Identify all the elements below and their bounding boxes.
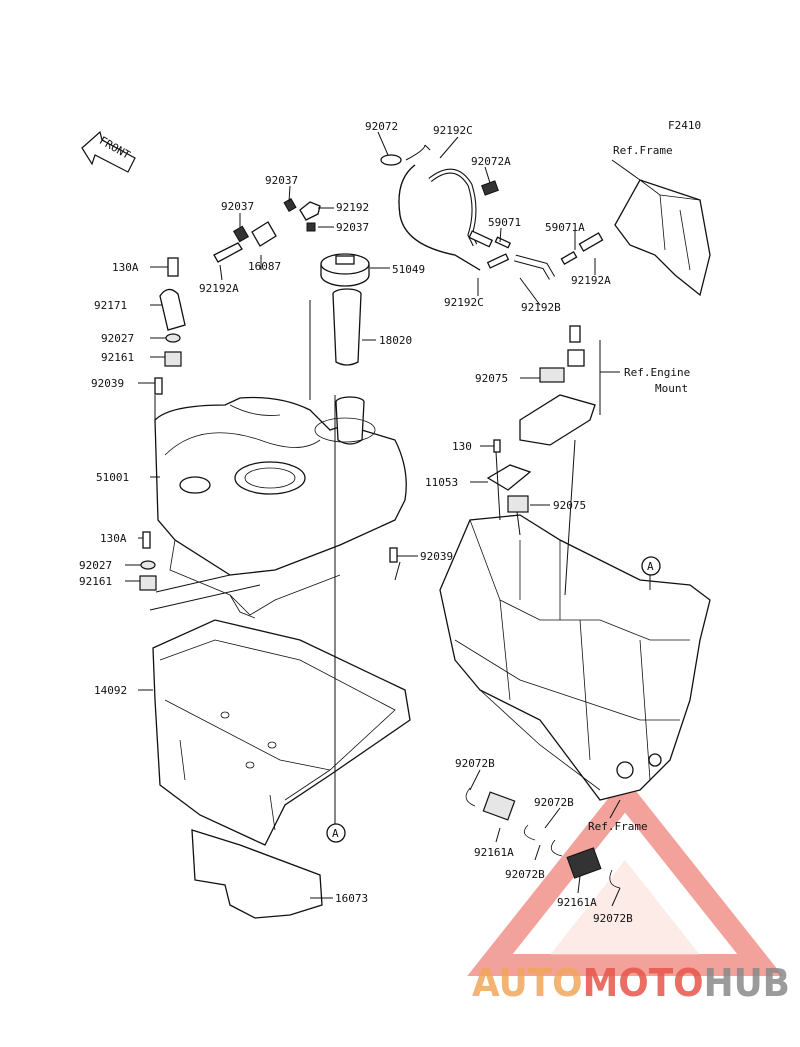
bushings-clamps bbox=[465, 787, 621, 889]
breather-hose-assembly bbox=[380, 144, 604, 280]
left-fasteners bbox=[139, 257, 398, 591]
filler-neck bbox=[332, 288, 362, 366]
figure-code: F2410 bbox=[668, 119, 701, 132]
part-label: 92027 bbox=[79, 559, 112, 572]
leader-lines bbox=[125, 131, 651, 907]
part-label: 92039 bbox=[420, 550, 453, 563]
part-label: 92161A bbox=[557, 896, 597, 909]
part-label: 92072A bbox=[471, 155, 511, 168]
part-label: 130A bbox=[112, 261, 139, 274]
watermark-auto: AUTO bbox=[472, 961, 583, 1005]
part-label: 92072B bbox=[455, 757, 495, 770]
callout-a-tank: A bbox=[326, 823, 346, 843]
part-label: 92075 bbox=[475, 372, 508, 385]
part-label: 92171 bbox=[94, 299, 127, 312]
callout-a-label: A bbox=[332, 827, 339, 840]
part-label: 92192B bbox=[521, 301, 561, 314]
svg-text:AUTOMOTOHUB: AUTOMOTOHUB bbox=[472, 961, 790, 1005]
part-label: 92161A bbox=[474, 846, 514, 859]
part-label: 11053 bbox=[425, 476, 458, 489]
part-label: 92037 bbox=[336, 221, 369, 234]
part-label: 92072B bbox=[505, 868, 545, 881]
main-frame bbox=[439, 514, 711, 801]
part-label: 92037 bbox=[265, 174, 298, 187]
fuel-cap bbox=[320, 253, 370, 287]
part-label: 14092 bbox=[94, 684, 127, 697]
part-label: 92192A bbox=[571, 274, 611, 287]
part-label: 92192C bbox=[433, 124, 473, 137]
part-label: 51001 bbox=[96, 471, 129, 484]
part-label: 59071 bbox=[488, 216, 521, 229]
ref-frame-bottom: Ref.Frame bbox=[588, 820, 648, 833]
part-label: 92037 bbox=[221, 200, 254, 213]
engine-mount bbox=[486, 325, 596, 513]
part-label: 92039 bbox=[91, 377, 124, 390]
ref-engine-mount-line2: Mount bbox=[655, 382, 688, 395]
front-arrow: FRONT bbox=[81, 130, 136, 173]
part-label: 92161 bbox=[79, 575, 112, 588]
part-label: 92072 bbox=[365, 120, 398, 133]
part-label: 59071A bbox=[545, 221, 585, 234]
part-label: 92161 bbox=[101, 351, 134, 364]
watermark-logo: AUTOMOTOHUB bbox=[472, 961, 790, 1005]
watermark-hub: HUB bbox=[704, 961, 790, 1005]
fuel-tank bbox=[154, 396, 407, 619]
tray-pad bbox=[191, 829, 323, 919]
watermark-triangle bbox=[467, 777, 783, 976]
ref-engine-mount-line1: Ref.Engine bbox=[624, 366, 690, 379]
callout-a-frame: A bbox=[641, 556, 661, 576]
part-label: 18020 bbox=[379, 334, 412, 347]
part-labels: 92072 92192C 92072A 92037 92037 92192 92… bbox=[79, 120, 633, 925]
part-label: 92027 bbox=[101, 332, 134, 345]
part-label: 51049 bbox=[392, 263, 425, 276]
part-label: 130 bbox=[452, 440, 472, 453]
part-label: 130A bbox=[100, 532, 127, 545]
part-label: 16073 bbox=[335, 892, 368, 905]
ref-frame-top: Ref.Frame bbox=[613, 144, 673, 157]
part-label: 92072B bbox=[534, 796, 574, 809]
part-label: 16087 bbox=[248, 260, 281, 273]
fuel-filter-parts bbox=[213, 197, 321, 263]
part-label: 92072B bbox=[593, 912, 633, 925]
watermark-moto: MOTO bbox=[583, 961, 704, 1005]
part-label: 92192A bbox=[199, 282, 239, 295]
tank-tray bbox=[152, 619, 411, 846]
frame-ref-top bbox=[614, 179, 711, 297]
part-label: 92075 bbox=[553, 499, 586, 512]
callout-a-label: A bbox=[647, 560, 654, 573]
part-label: 92192 bbox=[336, 201, 369, 214]
part-label: 92192C bbox=[444, 296, 484, 309]
